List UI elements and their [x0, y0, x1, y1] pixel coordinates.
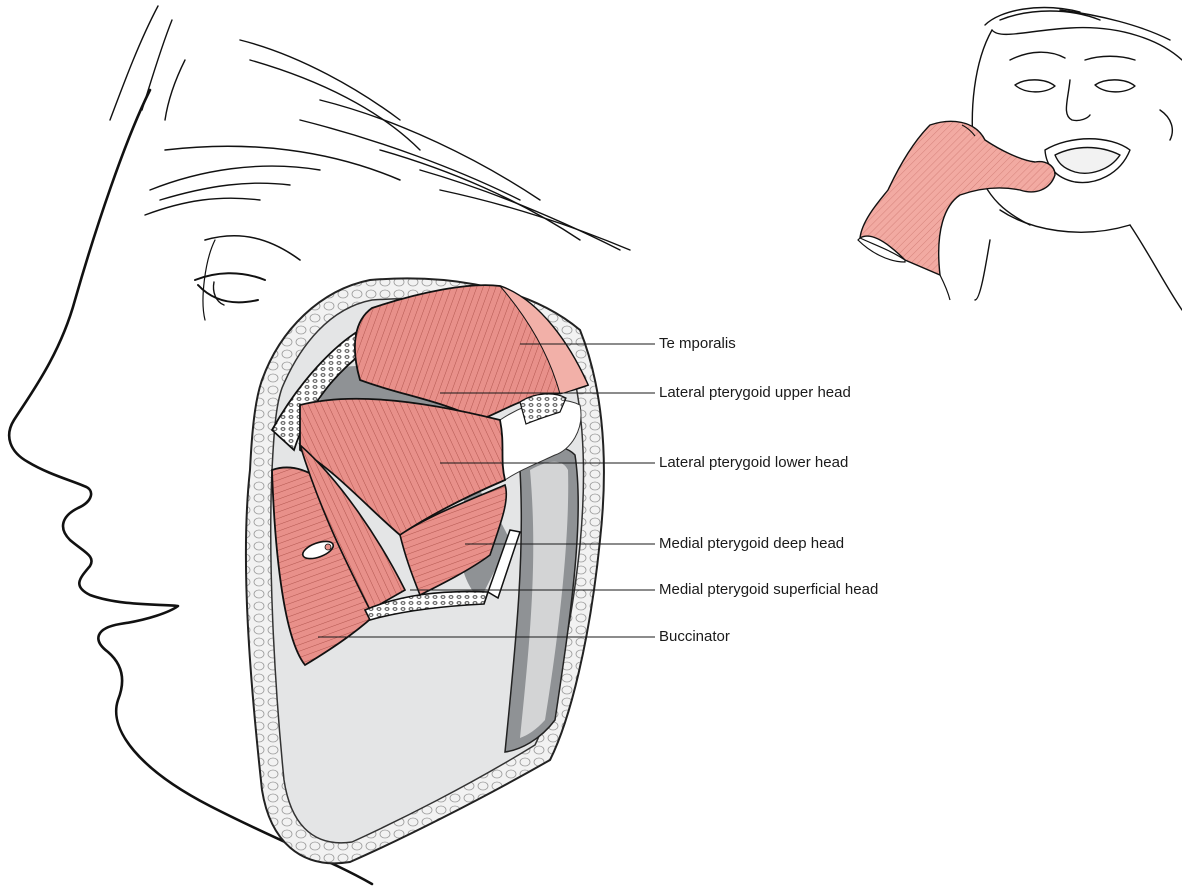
label-lateral-pterygoid-upper-head: Lateral pterygoid upper head	[659, 384, 851, 402]
label-medial-pterygoid-deep-head: Medial pterygoid deep head	[659, 535, 844, 553]
label-medial-pterygoid-superficial-head: Medial pterygoid superficial head	[659, 581, 878, 599]
inset-glove	[858, 121, 1055, 300]
dissection-window	[246, 278, 604, 863]
eye	[195, 236, 300, 320]
label-temporalis: Te mporalis	[659, 335, 736, 353]
hair	[110, 6, 630, 250]
label-buccinator: Buccinator	[659, 628, 730, 646]
label-lateral-pterygoid-lower-head: Lateral pterygoid lower head	[659, 454, 848, 472]
